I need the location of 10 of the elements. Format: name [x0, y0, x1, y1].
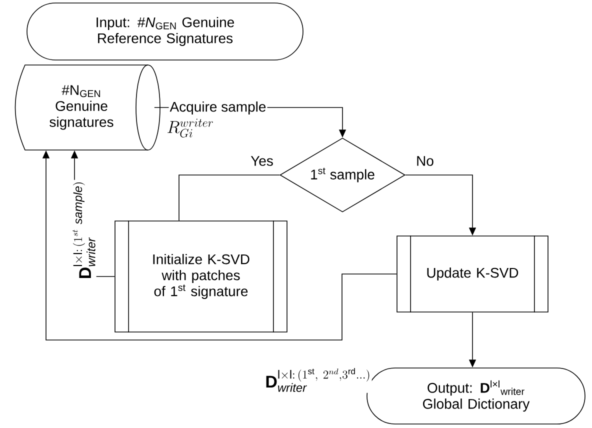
edge-label: Yes — [250, 155, 274, 167]
formula-label: $R_{Gi}^{writer}$ — [168, 118, 213, 138]
edge-label: Acquire sample — [168, 100, 268, 116]
process-box: Update K-SVD — [396, 235, 548, 313]
process-box: Initialize K-SVD with patches of 1$^{st}$ signature — [114, 220, 288, 333]
edge-label: $\mathbf{D}^{\mathrm{l\times l}:\,(1^{\mathrm{st}},\ 2^{nd},3^{\mathrm{rd}}...)}_{\mathit{writer}}$ — [264, 367, 372, 393]
edge-label: $\mathbf{D}^{\mathrm{l\times l}:\,(1^{st}\ \mathit{sample})}_{\mathit{writer}}$ — [72, 180, 96, 280]
edge-label: No — [415, 155, 435, 167]
start-terminal: Input: #N$_{GEN}$ Genuine Reference Signatures — [26, 2, 304, 60]
storage-cylinder: #N$_{GEN}$ Genuine signatures — [14, 64, 160, 150]
